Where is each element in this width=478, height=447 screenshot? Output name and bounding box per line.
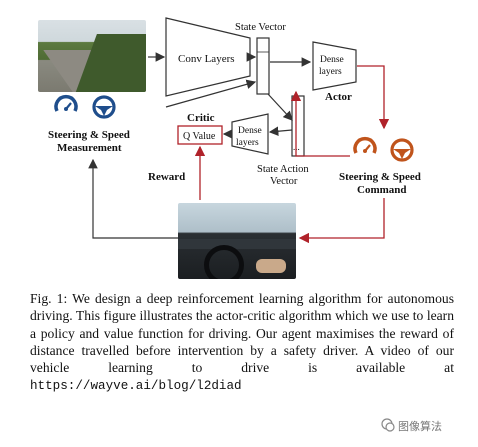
watermark: 图像算法 [398,420,442,433]
state-to-state-action-arrow [267,93,293,121]
caption-text: Fig. 1: We design a deep reinforcement l… [30,291,454,376]
conv-layers-label: Conv Layers [178,53,235,65]
vehicle-interior-image [178,203,296,279]
q-value-label: Q Value [183,131,216,142]
command-to-car-arrow [298,198,385,244]
road-camera-image [38,20,146,92]
critic-label: Critic [187,112,215,124]
steering-wheel-icon [390,138,414,162]
speedometer-icon [54,94,78,112]
measurement-to-state-arrow [165,79,257,108]
state-vector-bar [256,37,270,95]
actor-to-command-arrow [357,65,390,130]
caption-url[interactable]: https://wayve.ai/blog/l2diad [30,379,242,394]
car-to-measurement-arrow [88,158,178,239]
state-action-to-critic-arrow [268,126,293,137]
conv-layers-block [165,17,251,97]
wechat-icon [381,418,395,432]
q-value-box [177,125,223,145]
figure-caption: Fig. 1: We design a deep reinforcement l… [30,290,454,396]
speedometer-icon [353,136,377,154]
critic-dense-block [231,113,269,155]
command-to-state-action-arrow [290,90,350,157]
steering-wheel-icon [92,95,116,119]
actor-dense-block [312,41,357,91]
state-vector-label: State Vector [235,22,286,33]
actor-label: Actor [325,91,352,103]
reward-label: Reward [148,171,185,183]
